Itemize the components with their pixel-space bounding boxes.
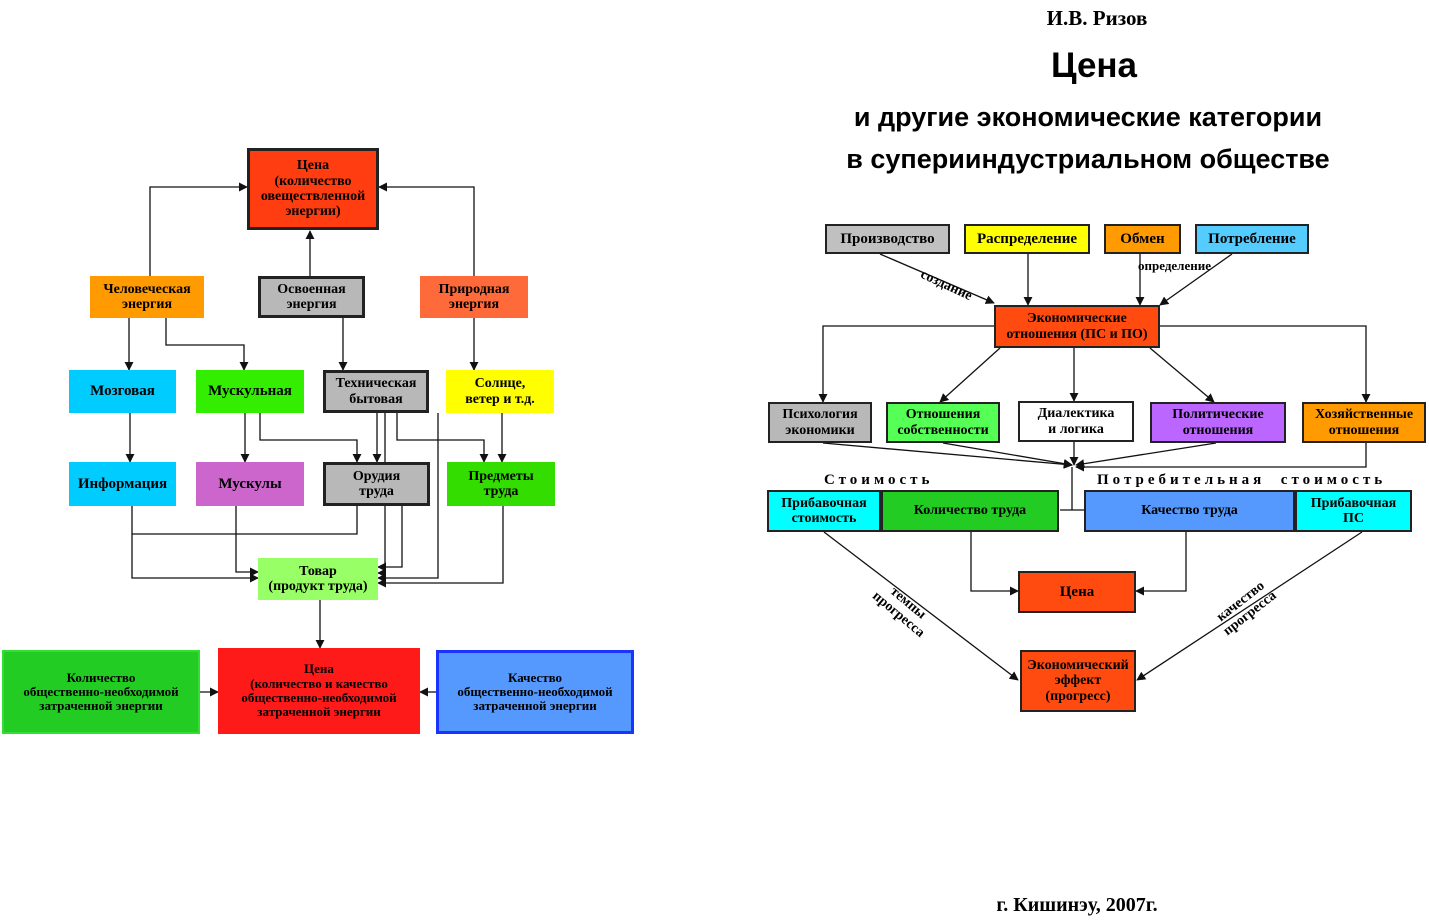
node-production: Производство [825, 224, 950, 254]
node-information: Информация [69, 462, 176, 506]
node-mastered-energy: Освоенная энергия [258, 276, 365, 318]
subtitle-line-1: и другие экономические категории [853, 102, 1323, 132]
node-psychology: Психология экономики [768, 402, 872, 443]
node-surplus-value: Прибавочная стоимость [767, 490, 881, 532]
book-subtitle: и другие экономические категории в супер… [846, 96, 1329, 180]
node-labor-quantity: Количество труда [881, 490, 1059, 532]
node-property-relations: Отношения собственности [886, 402, 1000, 443]
node-surplus-ps: Прибавочная ПС [1295, 490, 1412, 532]
label-use-value: Потребительная стоимость [1097, 472, 1387, 488]
node-goods: Товар (продукт труда) [258, 558, 378, 600]
node-human-energy: Человеческая энергия [90, 276, 204, 318]
node-exchange: Обмен [1104, 224, 1181, 254]
book-title: Цена [1050, 46, 1138, 85]
author-name: И.В. Ризов [1046, 6, 1148, 30]
label-value: Стоимость [824, 472, 934, 488]
node-sun-wind: Солнце, ветер и т.д. [446, 370, 554, 413]
node-price-bottom: Цена (количество и качество общественно-… [218, 648, 420, 734]
node-tools: Орудия труда [323, 462, 430, 506]
node-distribution: Распределение [964, 224, 1090, 254]
node-consumption: Потребление [1195, 224, 1309, 254]
node-price: Цена [1018, 571, 1136, 613]
node-dialectics: Диалектика и логика [1018, 401, 1134, 442]
node-economic-relations: Экономические отношения (ПС и ПО) [994, 305, 1160, 348]
node-household-relations: Хозяйственные отношения [1302, 402, 1426, 443]
node-brain: Мозговая [69, 370, 176, 413]
node-muscular: Мускульная [196, 370, 304, 413]
node-objects: Предметы труда [447, 462, 555, 506]
node-natural-energy: Природная энергия [420, 276, 528, 318]
node-quantity-energy: Количество общественно-необходимой затра… [2, 650, 200, 734]
node-economic-effect: Экономический эффект (прогресс) [1020, 650, 1136, 712]
node-labor-quality: Качество труда [1084, 490, 1295, 532]
node-quality-energy: Качество общественно-необходимой затраче… [436, 650, 634, 734]
node-political-relations: Политические отношения [1150, 402, 1286, 443]
node-price-top: Цена (количество овеществленной энергии) [247, 148, 379, 230]
subtitle-line-2: в суперииндустриальном обществе [846, 144, 1330, 174]
label-definition: определение [1138, 258, 1211, 273]
node-technical: Техническая бытовая [323, 370, 429, 413]
place-and-year: г. Кишинэу, 2007г. [996, 894, 1158, 916]
node-muscles: Мускулы [196, 462, 304, 506]
